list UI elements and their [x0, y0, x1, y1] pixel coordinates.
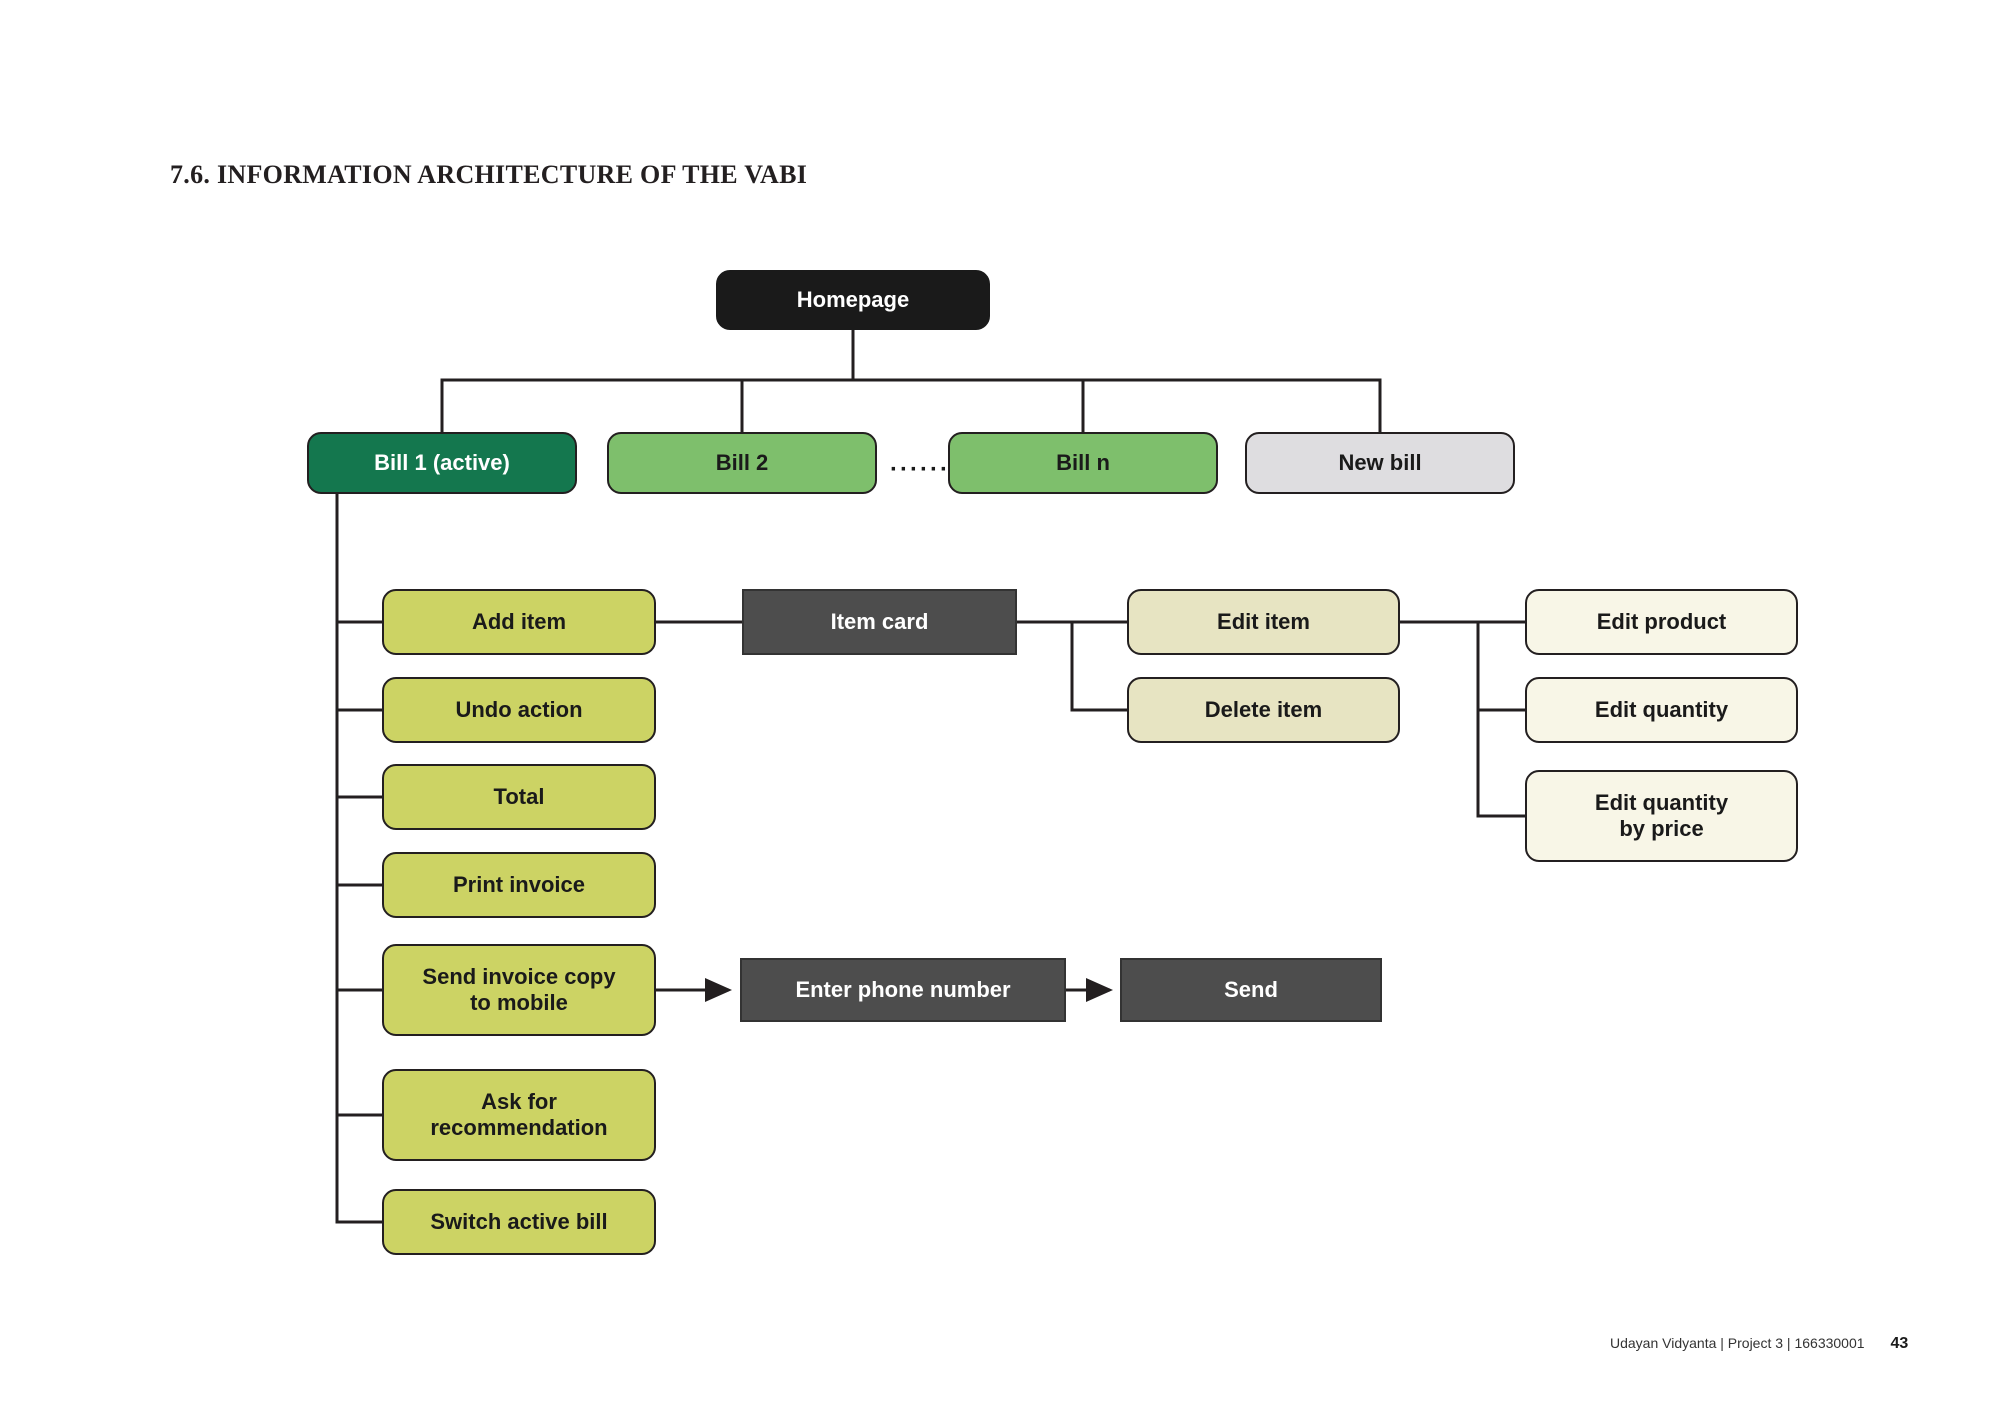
node-edit-quantity[interactable]: Edit quantity	[1525, 677, 1798, 743]
node-ask-for-recommendation[interactable]: Ask for recommendation	[382, 1069, 656, 1161]
footer-credit: Udayan Vidyanta | Project 3 | 166330001	[1610, 1335, 1865, 1351]
node-send-invoice-copy-to-mobile[interactable]: Send invoice copy to mobile	[382, 944, 656, 1036]
page-title: 7.6. INFORMATION ARCHITECTURE OF THE VAB…	[170, 160, 808, 189]
node-switch-active-bill[interactable]: Switch active bill	[382, 1189, 656, 1255]
node-bill-n[interactable]: Bill n	[948, 432, 1218, 494]
node-bill-1-active[interactable]: Bill 1 (active)	[307, 432, 577, 494]
node-edit-quantity-by-price[interactable]: Edit quantity by price	[1525, 770, 1798, 862]
node-item-card[interactable]: Item card	[742, 589, 1017, 655]
node-homepage[interactable]: Homepage	[716, 270, 990, 330]
node-send[interactable]: Send	[1120, 958, 1382, 1022]
page-footer: Udayan Vidyanta | Project 3 | 166330001 …	[1610, 1335, 1908, 1353]
node-edit-item[interactable]: Edit item	[1127, 589, 1400, 655]
node-edit-product[interactable]: Edit product	[1525, 589, 1798, 655]
ellipsis-marker: ·······	[890, 456, 960, 483]
node-bill-2[interactable]: Bill 2	[607, 432, 877, 494]
node-undo-action[interactable]: Undo action	[382, 677, 656, 743]
node-total[interactable]: Total	[382, 764, 656, 830]
node-add-item[interactable]: Add item	[382, 589, 656, 655]
node-delete-item[interactable]: Delete item	[1127, 677, 1400, 743]
node-enter-phone-number[interactable]: Enter phone number	[740, 958, 1066, 1022]
page-number: 43	[1890, 1335, 1909, 1352]
node-print-invoice[interactable]: Print invoice	[382, 852, 656, 918]
node-new-bill[interactable]: New bill	[1245, 432, 1515, 494]
